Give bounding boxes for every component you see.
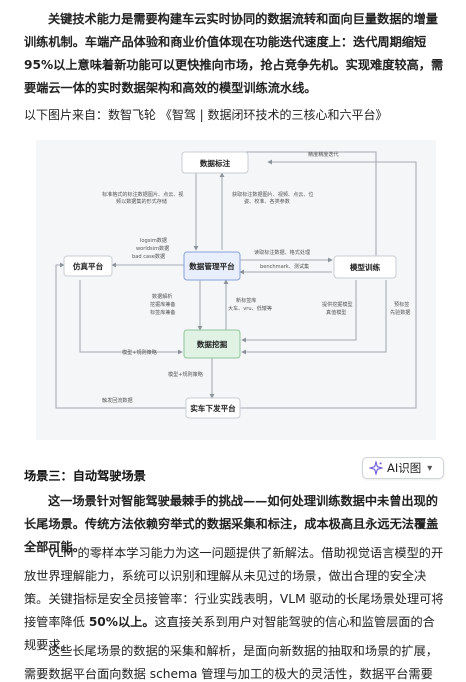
- label-parse-2: 挖掘库兼备: [150, 301, 175, 308]
- label-model-rule: 模型+规则策略: [122, 349, 158, 356]
- scenario-paragraph-1: 这一场景针对智能驾驶最棘手的挑战——如何处理训练数据中未曾出现的长尾场景。传统方…: [24, 494, 439, 554]
- label-pre-2: 先验数据: [390, 309, 410, 316]
- node-sim-platform: 仿真平台: [63, 255, 113, 277]
- label-provide-1: 提供挖掘模型: [322, 301, 353, 308]
- edge-vehicle-to-sim: [55, 262, 186, 409]
- ai-image-recognition-button[interactable]: AI识图 ▾: [362, 457, 444, 479]
- section-heading: 场景三：自动驾驶场景: [24, 469, 146, 483]
- node-data-mining: 数据挖掘: [183, 329, 241, 359]
- svg-text:仿真平台: 仿真平台: [73, 261, 104, 271]
- scenario-paragraph-3: 这些长尾场景的数据的采集和解析，是面向新数据的抽取和场景的扩展，需要数据平台面向…: [24, 644, 438, 681]
- diagram-svg: 数据标注 仿真平台 数据管理平台 模型训练 数据挖掘 实车下发平台 精度精度迭代…: [55, 151, 417, 419]
- svg-text:实车下发平台: 实车下发平台: [190, 403, 236, 413]
- node-data-management-platform: 数据管理平台: [183, 251, 241, 281]
- diagram-edges: [55, 151, 417, 409]
- edge-training-to-mining: [241, 280, 357, 343]
- scenario-paragraph-2: VLM 的零样本学习能力为这一问题提供了新解法。借助视觉语言模型的开放世界理解能…: [24, 546, 444, 652]
- edge-training-prelabel: [241, 280, 387, 355]
- intro-paragraph: 关键技术能力是需要构建车云实时协同的数据流转和面向巨量数据的增量训练机制。车端产…: [24, 12, 444, 95]
- label-get-2: 姿、校准、各类参数: [244, 198, 290, 205]
- data-loop-diagram: 数据标注 仿真平台 数据管理平台 模型训练 数据挖掘 实车下发平台 精度精度迭代…: [36, 140, 436, 440]
- label-sim-1: logsim数据: [140, 237, 167, 244]
- svg-text:模型训练: 模型训练: [350, 262, 381, 272]
- svg-text:数据挖掘: 数据挖掘: [197, 339, 228, 349]
- edge-vehicle-return: [240, 159, 417, 409]
- label-model-rule-2: 模型+规则策略: [168, 371, 204, 378]
- label-top-right: 精度精度迭代: [308, 151, 339, 158]
- label-provide-2: 真值模型: [326, 309, 346, 316]
- image-source-note: 以下图片来自：数智飞轮 《智驾 | 数据闭环技术的三核心和六平台》: [24, 108, 388, 122]
- svg-text:数据标注: 数据标注: [200, 158, 231, 168]
- node-vehicle-dispatch-platform: 实车下发平台: [185, 397, 241, 419]
- label-read: 读取标注数据、格式处理: [254, 249, 310, 256]
- label-std-1: 标准格式的标注数据图片、点云、视: [102, 191, 184, 198]
- label-tag-2: 大车、vru、低矮等: [228, 305, 272, 312]
- ai-button-label: AI识图: [387, 461, 422, 475]
- node-annotation: 数据标注: [181, 151, 249, 174]
- chevron-down-icon[interactable]: ▾: [427, 462, 433, 474]
- label-parse-3: 标签库兼备: [150, 309, 175, 316]
- label-pre-1: 预标签: [394, 301, 409, 308]
- sparkle-icon: [369, 461, 383, 475]
- node-model-training: 模型训练: [333, 255, 397, 279]
- label-trigger: 触发回流数据: [102, 397, 133, 404]
- edge-sim-to-mining: [79, 280, 183, 355]
- label-sim-2: worldsim数据: [136, 245, 169, 252]
- label-get-1: 获取标注数据图片、视频、点云、位: [232, 191, 314, 198]
- diagram-labels: 精度精度迭代 标准格式的标注数据图片、点云、视 频以数据集的形式存储 获取标注数…: [102, 151, 410, 404]
- label-std-2: 频以数据集的形式存储: [116, 198, 167, 205]
- svg-text:数据管理平台: 数据管理平台: [189, 261, 235, 271]
- label-tag-1: 新标签库: [236, 297, 256, 304]
- label-sim-3: bad case数据: [132, 253, 165, 260]
- label-parse-1: 数据解析: [152, 293, 172, 300]
- label-bench: benchmark、测试集: [260, 263, 309, 270]
